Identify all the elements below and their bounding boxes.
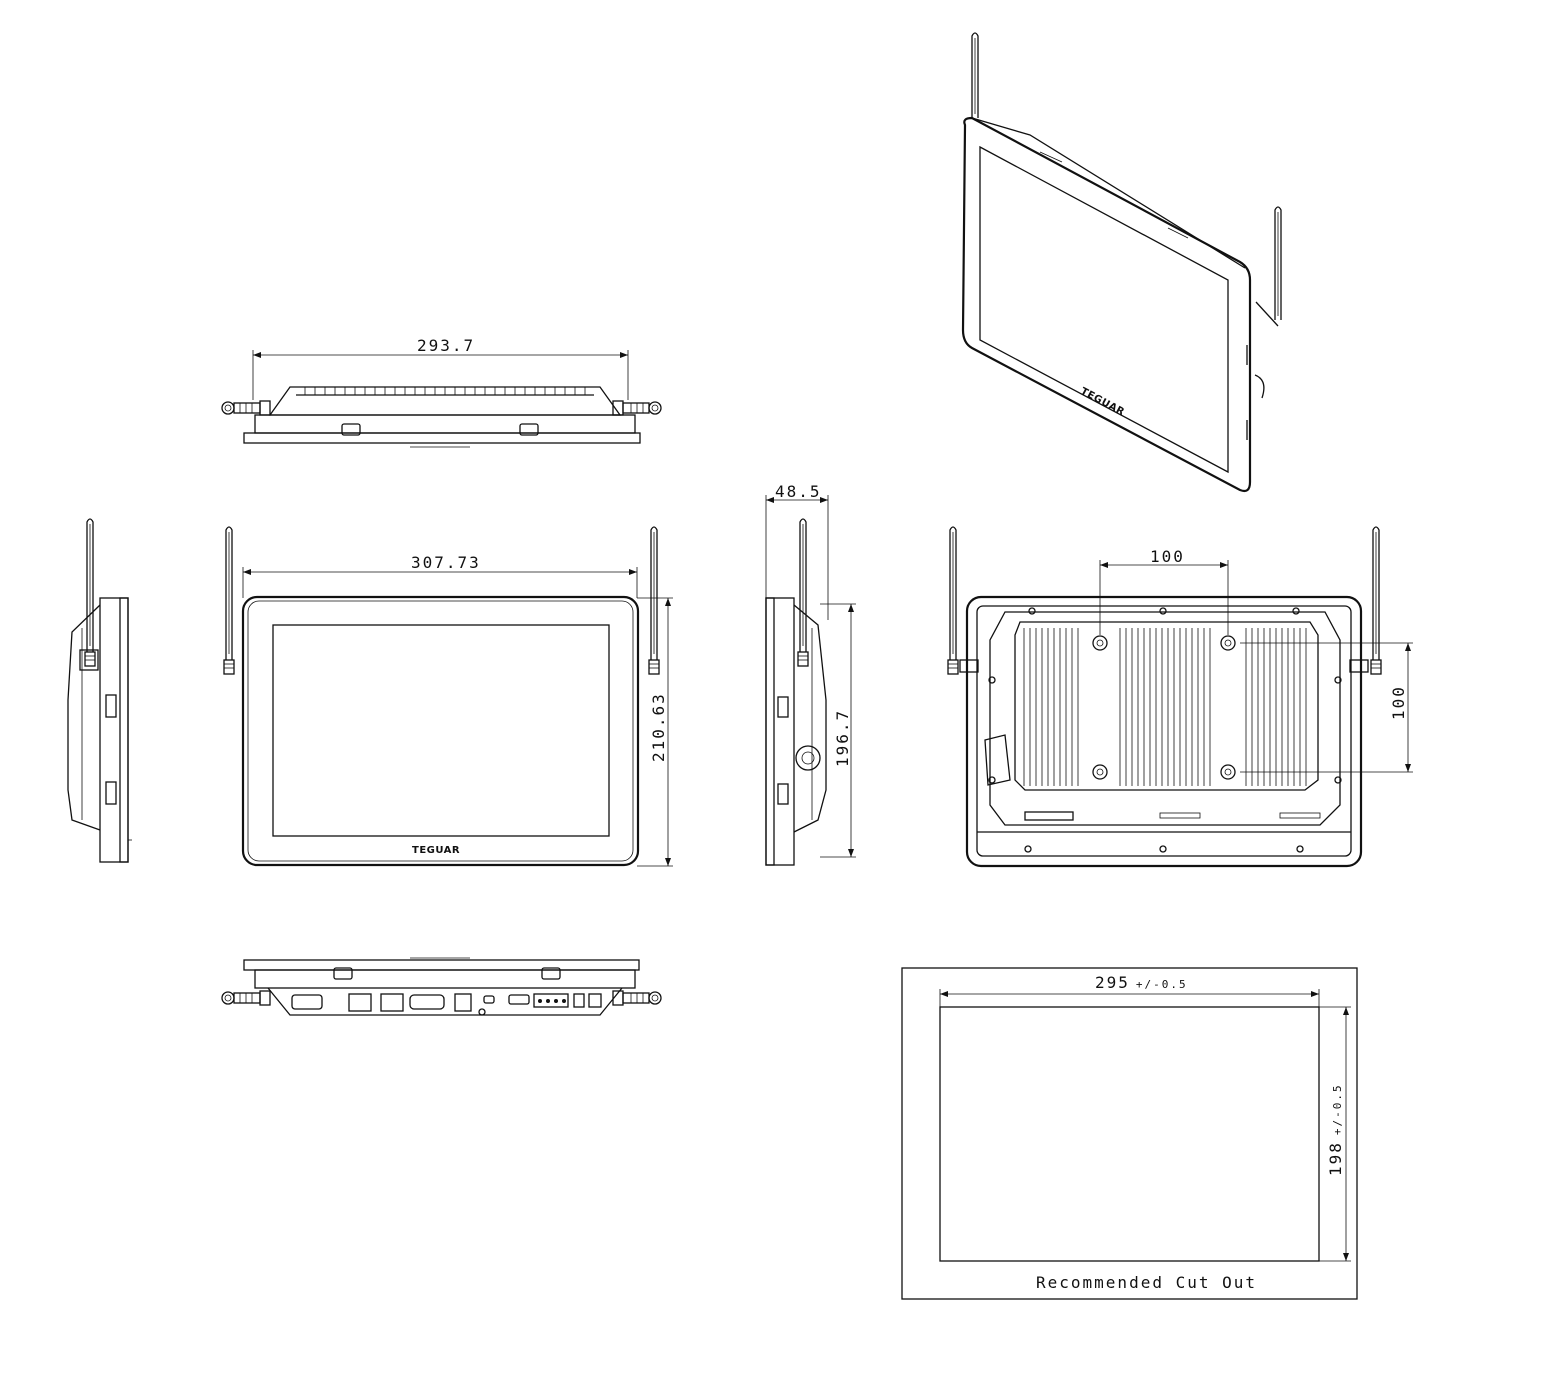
isometric-view: TEGUAR	[961, 32, 1282, 493]
cutout-panel: 295+/-0.5 198+/-0.5 Recommended Cut Out	[901, 967, 1358, 1300]
top-view: 293.7	[221, 336, 662, 448]
dim-front-height: 210.63	[649, 692, 668, 762]
dim-side-depth: 48.5	[775, 482, 822, 501]
dim-vesa-horizontal: 100	[1150, 547, 1185, 566]
left-side-view	[67, 518, 132, 863]
dim-top-width: 293.7	[417, 336, 475, 355]
cutout-frame	[901, 967, 1358, 1300]
cutout-area	[939, 1006, 1320, 1262]
vesa-holes	[1092, 635, 1236, 780]
brand-logo-iso: TEGUAR	[1079, 386, 1127, 418]
right-side-view: 48.5 196.7	[765, 482, 856, 866]
bottom-view	[221, 957, 662, 1016]
dim-cutout-height: 198+/-0.5	[1326, 1083, 1345, 1176]
dim-cutout-width: 295+/-0.5	[1095, 973, 1188, 992]
back-view: 100 100	[947, 526, 1413, 868]
dim-front-width: 307.73	[411, 553, 481, 572]
heatsink-fins	[1023, 628, 1307, 786]
dim-vesa-vertical: 100	[1389, 685, 1408, 720]
front-view: 307.73 210.63 TEGUAR	[223, 526, 673, 867]
brand-logo-front: TEGUAR	[412, 845, 460, 856]
dim-side-height: 196.7	[833, 709, 852, 767]
cutout-label: Recommended Cut Out	[1036, 1273, 1257, 1292]
